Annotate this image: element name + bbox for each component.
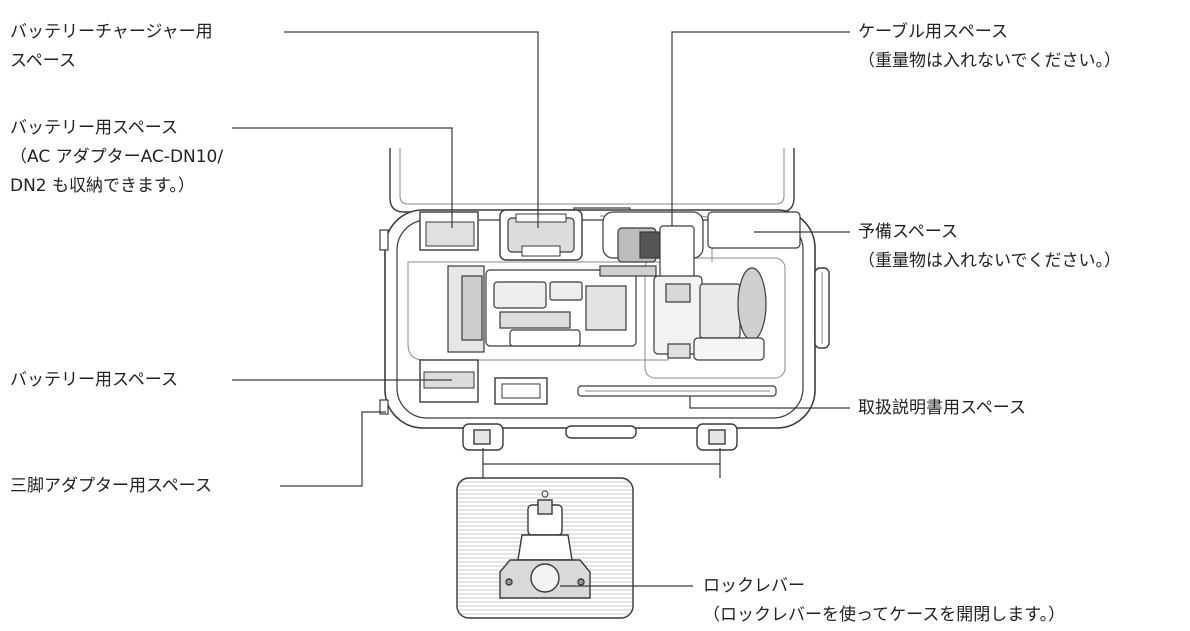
front-latches bbox=[462, 423, 738, 451]
case-lid bbox=[389, 148, 795, 213]
label-cable-space: ケーブル用スペース （重量物は入れないでください。） bbox=[858, 22, 1121, 71]
label-spare-space: 予備スペース （重量物は入れないでください。） bbox=[858, 222, 1121, 271]
label-manual-space: 取扱説明書用スペース bbox=[858, 398, 1026, 418]
camcorder bbox=[447, 225, 767, 361]
label-tripod-adapter-space: 三脚アダプター用スペース bbox=[10, 476, 212, 496]
lock-lever bbox=[499, 499, 591, 599]
label-battery-space-top: バッテリー用スペース （AC アダプターAC-DN10/ DN2 も収納できます… bbox=[10, 118, 224, 196]
front-handle bbox=[565, 425, 637, 439]
label-lock-lever: ロックレバー （ロックレバーを使ってケースを開閉します。） bbox=[703, 576, 1066, 625]
label-charger-space: バッテリーチャージャー用 スペース bbox=[10, 22, 213, 71]
spare-compartment bbox=[707, 211, 801, 249]
label-battery-space-bottom: バッテリー用スペース bbox=[10, 370, 178, 390]
leader-lines bbox=[232, 31, 850, 587]
